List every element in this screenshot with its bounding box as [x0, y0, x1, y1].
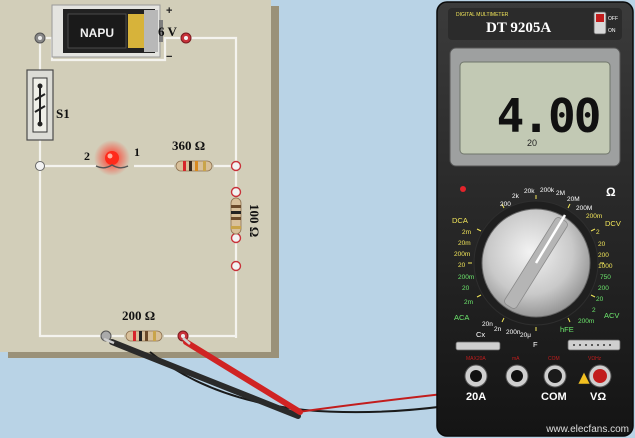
port-small-label-ma: mA	[512, 356, 520, 362]
red-probe	[183, 339, 303, 415]
dial-dcv-200: 200	[598, 252, 609, 259]
black-probe	[109, 339, 301, 419]
lcd-reading: 4.00	[497, 89, 600, 143]
warning-triangle-icon	[577, 371, 591, 385]
resistor-360: 360 Ω	[172, 138, 213, 172]
port-label-volt-ohm: VΩ	[590, 391, 606, 403]
resistor-200-label: 200 Ω	[122, 308, 155, 323]
resistor-360-label: 360 Ω	[172, 138, 205, 153]
dial-ohm-2m: 2M	[556, 190, 565, 197]
dial-cx-label: Cx	[476, 330, 485, 339]
dial-aca-20: 20	[462, 285, 470, 292]
dial-dca-200m: 200m	[454, 251, 470, 258]
dial-dca-2m: 2m	[462, 229, 471, 236]
hfe-socket[interactable]	[567, 339, 621, 351]
dial-hfe: hFE	[560, 325, 574, 334]
lamp: 2 1	[84, 140, 140, 176]
battery-brand: NAPU	[80, 26, 114, 40]
port-small-label-max20a: MAX20A	[466, 356, 486, 362]
battery-voltage-label: 6 V	[158, 24, 178, 39]
dial-dcv-200m: 200m	[586, 213, 602, 220]
dial-f-label: F	[533, 340, 538, 349]
port-label-com: COM	[541, 391, 567, 403]
dial-dca-20: 20	[458, 262, 466, 269]
dial-ohm-200: 200	[500, 201, 511, 208]
port-ma[interactable]	[505, 364, 529, 388]
dial-dca-20m: 20m	[458, 240, 471, 247]
dial-acv-750: 750	[600, 274, 611, 281]
dial-dcv-1000: 1000	[598, 263, 613, 270]
power-off-label: OFF	[608, 16, 618, 22]
dial-dcv-label: DCV	[605, 219, 621, 228]
terminal-node	[184, 36, 188, 40]
multimeter: DIGITAL MULTIMETER DT 9205A OFF ON 4.00 …	[436, 1, 634, 437]
dial-acv-2: 2	[592, 307, 596, 314]
port-label-20a: 20A	[466, 391, 486, 403]
dial-ohm-20m: 20M	[567, 196, 580, 203]
lcd-range-hint: 20	[527, 138, 537, 148]
port-small-label-vohm: VΩHz	[588, 356, 602, 362]
watermark: www.elecfans.com	[546, 424, 629, 435]
switch-label: S1	[56, 106, 70, 121]
terminal-node	[230, 186, 242, 198]
meter-indicator-led	[460, 186, 466, 192]
port-volt-ohm[interactable]	[588, 364, 612, 388]
terminal-node	[230, 232, 242, 244]
port-com[interactable]	[543, 364, 567, 388]
lamp-terminal-2: 2	[84, 149, 90, 163]
power-on-label: ON	[608, 28, 616, 34]
terminal-node	[230, 260, 242, 272]
switch-s1: S1	[26, 69, 70, 141]
terminal-node	[35, 161, 45, 171]
port-20a[interactable]	[464, 364, 488, 388]
ohm-symbol: Ω	[606, 185, 616, 199]
dial-dcv-20: 20	[598, 241, 606, 248]
dial-acv-20: 20	[596, 296, 604, 303]
lcd-display	[459, 61, 611, 155]
port-small-label-com: COM	[548, 356, 560, 362]
circuit-board	[0, 0, 279, 358]
lamp-terminal-1: 1	[134, 145, 140, 159]
dial-acv-label: ACV	[604, 311, 619, 320]
dial-ohm-2k: 2k	[512, 193, 520, 200]
dial-dca-label: DCA	[452, 216, 468, 225]
dial-aca-label: ACA	[454, 313, 469, 322]
capacitor-socket[interactable]	[455, 341, 501, 351]
dial-cap-200n: 200n	[506, 329, 521, 336]
dial-ohm-200k: 200k	[540, 187, 555, 194]
dial-acv-200m: 200m	[578, 318, 594, 325]
meter-brand-small: DIGITAL MULTIMETER	[456, 12, 509, 18]
terminal-node	[38, 36, 42, 40]
dial-dcv-2: 2	[596, 229, 600, 236]
dial-cap-20n: 20n	[482, 321, 493, 328]
dial-acv-200: 200	[598, 285, 609, 292]
dial-aca-2m: 2m	[464, 299, 473, 306]
battery-minus-sign: −	[166, 51, 172, 63]
dial-ohm-200m: 200M	[576, 205, 592, 212]
battery-plus-sign: +	[166, 5, 172, 17]
dial-cap-2n: 2n	[494, 326, 502, 333]
dial-cap-20u: 20μ	[520, 332, 531, 339]
resistor-100-label: 100 Ω	[247, 204, 262, 237]
lamp-bulb	[105, 151, 119, 165]
battery: NAPU + − 6 V	[51, 4, 178, 63]
meter-model: DT 9205A	[486, 20, 551, 36]
dial-aca-200m: 200m	[458, 274, 474, 281]
resistor-200: 200 Ω	[122, 308, 163, 342]
terminal-node	[181, 334, 185, 338]
terminal-node	[230, 160, 242, 172]
resistor-100: 100 Ω	[230, 197, 262, 237]
dial-ohm-20k: 20k	[524, 188, 535, 195]
